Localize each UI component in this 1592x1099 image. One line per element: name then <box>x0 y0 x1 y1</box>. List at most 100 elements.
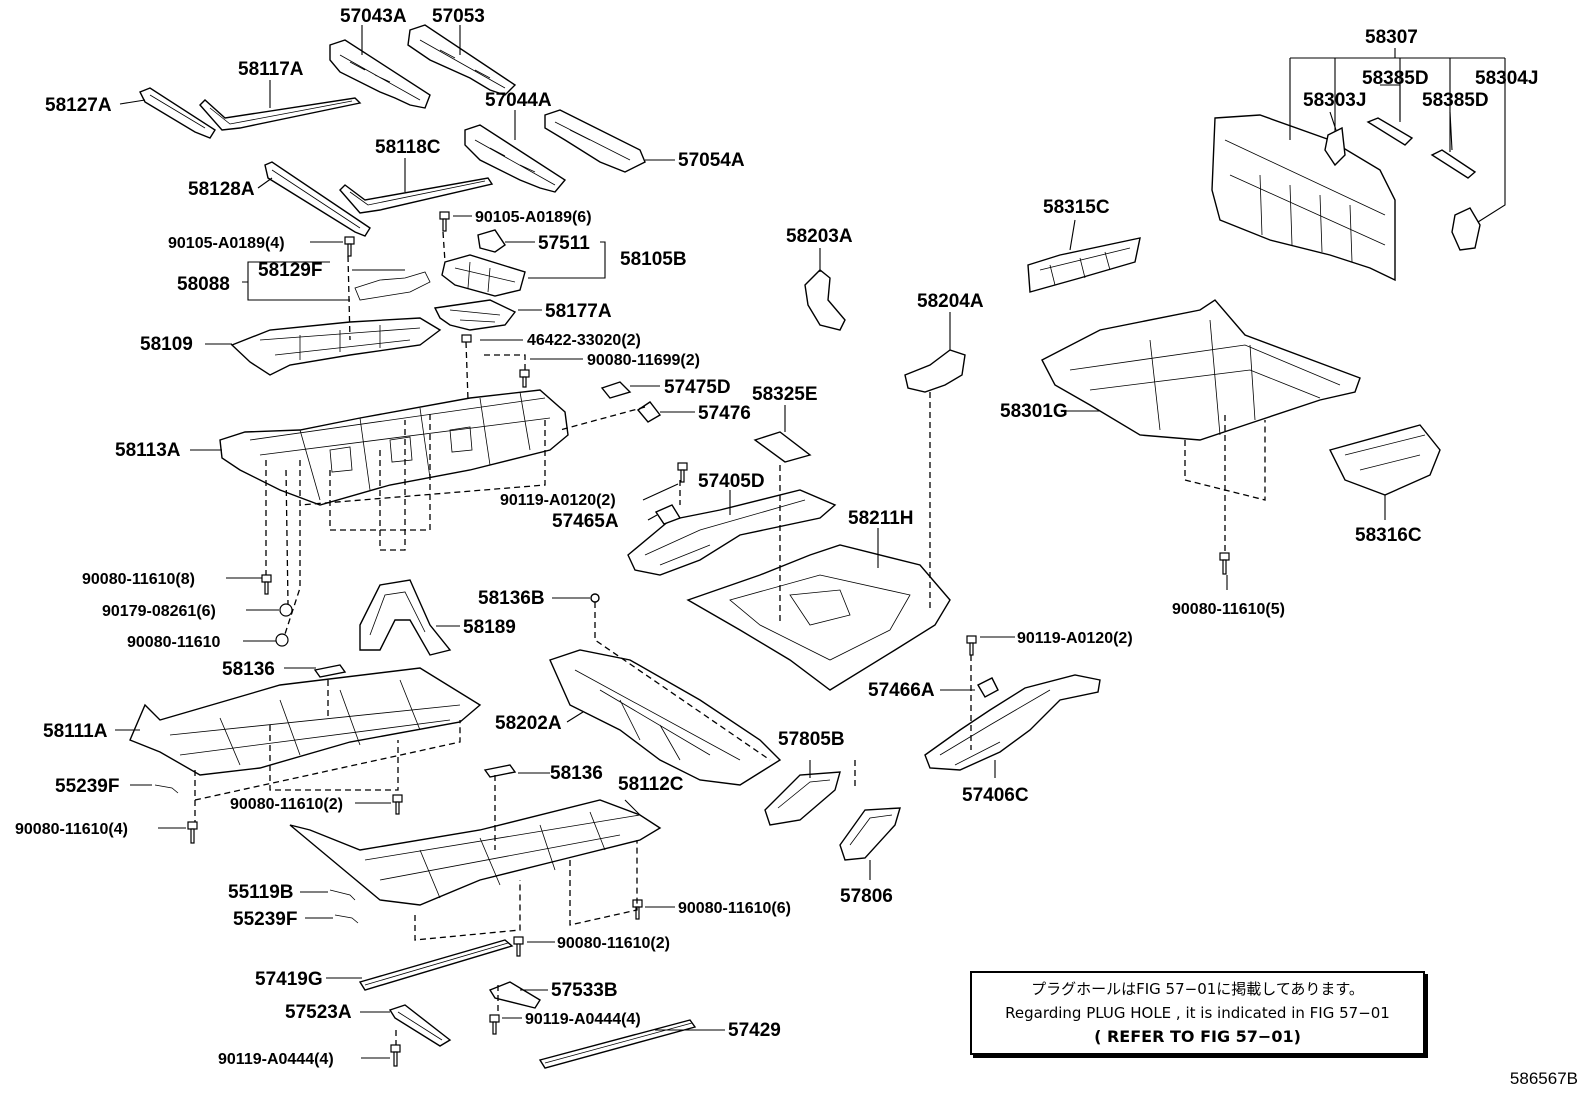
label-58211H[interactable]: 58211H <box>848 508 914 529</box>
part-55119B-shape[interactable] <box>329 889 356 901</box>
label-90080-11610[interactable]: 90080-11610 <box>127 634 221 651</box>
part-58204A-shape[interactable] <box>904 349 966 393</box>
bolt-icon[interactable] <box>275 633 289 647</box>
label-58204A[interactable]: 58204A <box>917 291 984 312</box>
part-57406C-shape[interactable] <box>924 674 1101 771</box>
label-57405D[interactable]: 57405D <box>698 471 765 492</box>
label-58189[interactable]: 58189 <box>463 617 516 638</box>
label-58112C[interactable]: 58112C <box>618 774 684 795</box>
label-55239F-a[interactable]: 55239F <box>55 776 119 797</box>
part-57466A-shape[interactable] <box>977 677 999 698</box>
part-58111A-shape[interactable] <box>129 667 482 776</box>
part-57533B-shape[interactable] <box>488 981 541 1009</box>
label-57406C[interactable]: 57406C <box>962 785 1029 806</box>
part-58113A-shape[interactable] <box>219 389 569 506</box>
part-58177A-shape[interactable] <box>433 299 517 331</box>
part-58136B-shape[interactable] <box>590 593 600 603</box>
part-58307-shape[interactable] <box>1211 114 1396 282</box>
label-90179-08261-6[interactable]: 90179-08261(6) <box>102 603 216 620</box>
label-55119B[interactable]: 55119B <box>228 882 294 903</box>
bolt-icon[interactable] <box>519 369 530 388</box>
part-58117A-shape[interactable] <box>199 97 362 131</box>
bolt-icon[interactable] <box>344 236 355 257</box>
part-58127A-shape[interactable] <box>139 87 216 139</box>
label-58316C[interactable]: 58316C <box>1355 525 1422 546</box>
part-57054A-shape[interactable] <box>544 109 646 173</box>
label-90080-11610-8[interactable]: 90080-11610(8) <box>82 571 195 588</box>
part-58325E-shape[interactable] <box>753 431 812 463</box>
label-90080-11610-2-a[interactable]: 90080-11610(2) <box>230 796 343 813</box>
part-57043A-shape[interactable] <box>329 39 431 109</box>
label-58105B[interactable]: 58105B <box>620 249 687 270</box>
part-57405D-shape[interactable] <box>627 489 837 576</box>
label-90080-11610-5[interactable]: 90080-11610(5) <box>1172 601 1285 618</box>
label-58111A[interactable]: 58111A <box>43 721 108 742</box>
label-57523A[interactable]: 57523A <box>285 1002 352 1023</box>
part-58189-shape[interactable] <box>359 579 452 656</box>
part-58136-b-shape[interactable] <box>483 764 517 778</box>
part-58129F-shape[interactable] <box>354 271 431 301</box>
label-57053[interactable]: 57053 <box>432 6 485 27</box>
label-58303J[interactable]: 58303J <box>1303 90 1366 111</box>
part-58203A-shape[interactable] <box>804 269 846 331</box>
label-57419G[interactable]: 57419G <box>255 969 323 990</box>
label-58109[interactable]: 58109 <box>140 334 193 355</box>
part-57523A-shape[interactable] <box>388 1004 452 1047</box>
bolt-icon[interactable] <box>1219 552 1230 575</box>
part-58109-shape[interactable] <box>230 317 442 376</box>
bolt-icon[interactable] <box>461 334 472 343</box>
label-90080-11699-2[interactable]: 90080-11699(2) <box>587 352 700 369</box>
label-58307[interactable]: 58307 <box>1365 27 1418 48</box>
part-58385D-b-shape[interactable] <box>1430 149 1477 179</box>
bolt-icon[interactable] <box>187 821 198 844</box>
label-58136B[interactable]: 58136B <box>478 588 545 609</box>
part-58316C-shape[interactable] <box>1328 424 1441 496</box>
label-58088[interactable]: 58088 <box>177 274 230 295</box>
label-90119-A0120-2-left[interactable]: 90119-A0120(2) <box>500 492 616 509</box>
label-46422-33020-2[interactable]: 46422-33020(2) <box>527 332 641 349</box>
label-58304J[interactable]: 58304J <box>1475 68 1538 89</box>
label-57476[interactable]: 57476 <box>698 403 751 424</box>
label-90080-11610-6[interactable]: 90080-11610(6) <box>678 900 791 917</box>
label-90119-A0444-4-a[interactable]: 90119-A0444(4) <box>525 1011 641 1028</box>
label-57533B[interactable]: 57533B <box>551 980 618 1001</box>
part-58211H-shape[interactable] <box>686 544 951 691</box>
bolt-icon[interactable] <box>261 574 272 595</box>
bolt-icon[interactable] <box>677 462 688 483</box>
label-58118C[interactable]: 58118C <box>375 137 441 158</box>
part-58105B-shape[interactable] <box>441 254 526 297</box>
label-58202A[interactable]: 58202A <box>495 713 562 734</box>
part-58128A-shape[interactable] <box>264 161 371 237</box>
part-55239F-b-shape[interactable] <box>334 914 359 924</box>
part-57806-shape[interactable] <box>839 807 901 861</box>
label-58301G[interactable]: 58301G <box>1000 401 1068 422</box>
label-90080-11610-4[interactable]: 90080-11610(4) <box>15 821 128 838</box>
part-58315C-shape[interactable] <box>1027 237 1141 293</box>
label-90119-A0444-4-b[interactable]: 90119-A0444(4) <box>218 1051 334 1068</box>
part-58303J-shape[interactable] <box>1324 126 1346 167</box>
bolt-icon[interactable] <box>439 211 450 232</box>
label-58385D-b[interactable]: 58385D <box>1422 90 1489 111</box>
bolt-icon[interactable] <box>390 1044 401 1067</box>
label-55239F-b[interactable]: 55239F <box>233 909 297 930</box>
part-57465A-shape[interactable] <box>654 504 682 525</box>
label-58136-a[interactable]: 58136 <box>222 659 275 680</box>
label-57475D[interactable]: 57475D <box>664 377 731 398</box>
label-58315C[interactable]: 58315C <box>1043 197 1110 218</box>
bolt-icon[interactable] <box>513 936 524 957</box>
label-58203A[interactable]: 58203A <box>786 226 853 247</box>
part-57044A-shape[interactable] <box>464 124 567 193</box>
part-57419G-shape[interactable] <box>358 939 514 991</box>
bolt-icon[interactable] <box>279 603 293 617</box>
label-57511[interactable]: 57511 <box>538 233 590 254</box>
label-58128A[interactable]: 58128A <box>188 179 255 200</box>
label-58117A[interactable]: 58117A <box>238 59 304 80</box>
part-57476-shape[interactable] <box>636 401 662 423</box>
bolt-icon[interactable] <box>489 1014 500 1035</box>
label-90119-A0120-2-right[interactable]: 90119-A0120(2) <box>1017 630 1133 647</box>
part-57805B-shape[interactable] <box>764 771 841 826</box>
part-57511-shape[interactable] <box>477 229 506 253</box>
part-55239F-a-shape[interactable] <box>154 784 179 794</box>
label-57044A[interactable]: 57044A <box>485 90 552 111</box>
label-58136-b[interactable]: 58136 <box>550 763 603 784</box>
